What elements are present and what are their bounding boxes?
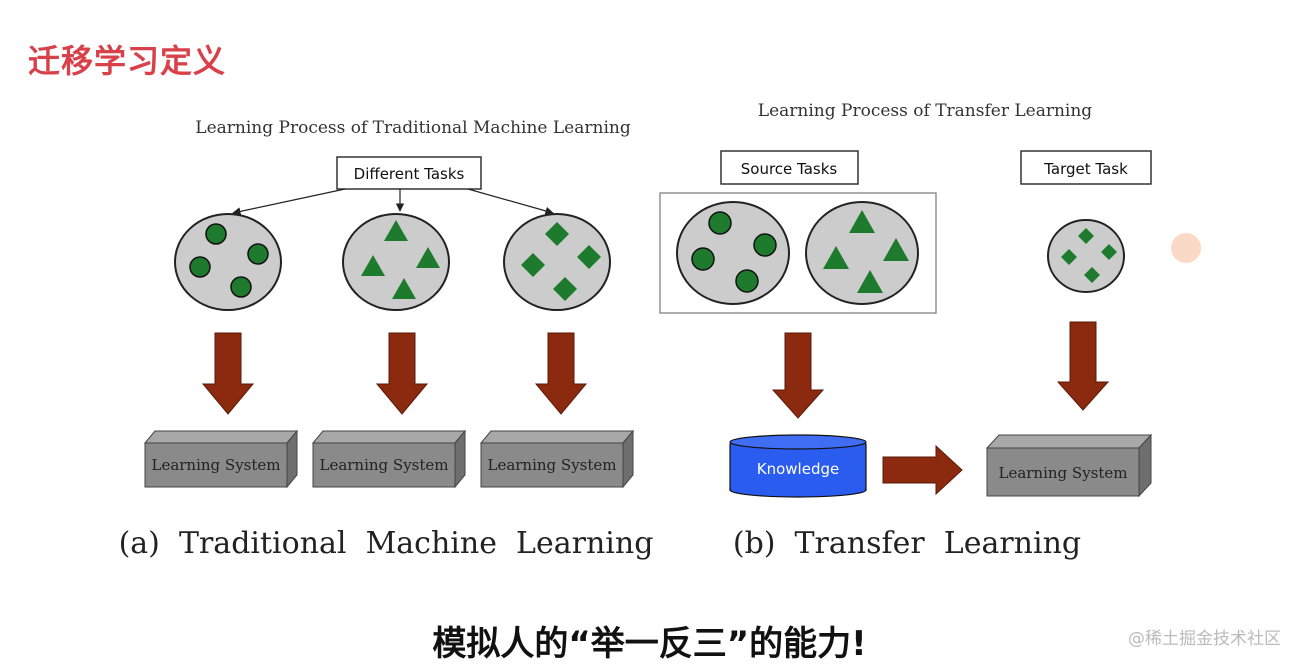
learning-system-label: Learning System bbox=[998, 464, 1127, 482]
right-arrow bbox=[882, 444, 963, 496]
down-arrow bbox=[771, 332, 825, 419]
learning-system-box: Learning System bbox=[479, 429, 635, 489]
source-tasks-label: Source Tasks bbox=[741, 160, 838, 178]
source-circle-dots bbox=[676, 201, 790, 305]
down-arrow bbox=[201, 332, 255, 415]
learning-system-label: Learning System bbox=[487, 456, 616, 474]
different-tasks-label: Different Tasks bbox=[354, 165, 465, 183]
knowledge-label: Knowledge bbox=[757, 460, 839, 478]
learning-system-label: Learning System bbox=[319, 456, 448, 474]
down-arrow bbox=[534, 332, 588, 415]
bottom-caption: 模拟人的“举一反三”的能力! bbox=[432, 624, 867, 664]
learning-system-box: Learning System bbox=[143, 429, 299, 489]
source-circle-triangles bbox=[805, 201, 919, 305]
left-caption: (a) Traditional Machine Learning bbox=[119, 526, 654, 561]
right-heading: Learning Process of Transfer Learning bbox=[758, 101, 1092, 121]
target-task-box: Target Task bbox=[1020, 150, 1152, 185]
target-learning-system-box: Learning System bbox=[985, 433, 1153, 498]
knowledge-database: Knowledge bbox=[729, 434, 867, 498]
learning-system-box: Learning System bbox=[311, 429, 467, 489]
down-arrow bbox=[1056, 321, 1110, 411]
left-heading: Learning Process of Traditional Machine … bbox=[195, 118, 631, 138]
learning-system-label: Learning System bbox=[151, 456, 280, 474]
right-caption: (b) Transfer Learning bbox=[733, 526, 1081, 561]
task-circle-dots bbox=[174, 213, 282, 311]
different-tasks-box: Different Tasks bbox=[336, 156, 482, 190]
source-tasks-frame bbox=[659, 192, 937, 314]
watermark: @稀土掘金技术社区 bbox=[1128, 629, 1281, 649]
slide-title: 迁移学习定义 bbox=[28, 42, 227, 80]
connector-arrow bbox=[467, 188, 554, 215]
pointer-dot bbox=[1171, 233, 1201, 263]
target-circle-diamonds bbox=[1047, 219, 1125, 293]
source-tasks-box: Source Tasks bbox=[720, 150, 859, 185]
down-arrow bbox=[375, 332, 429, 415]
task-circle-diamonds bbox=[503, 213, 611, 311]
target-task-label: Target Task bbox=[1043, 160, 1128, 178]
task-circle-triangles bbox=[342, 213, 450, 311]
connector-arrow bbox=[232, 188, 346, 216]
